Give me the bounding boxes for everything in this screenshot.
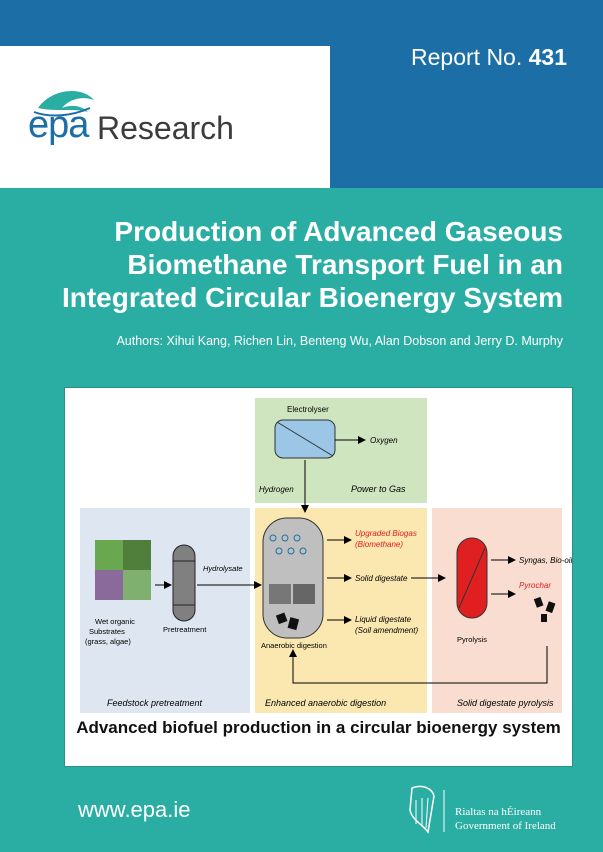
- solid-digestate-label: Solid digestate: [355, 574, 408, 583]
- electrolyser-label: Electrolyser: [287, 405, 329, 414]
- epa-website-link[interactable]: www.epa.ie: [78, 797, 191, 822]
- enhanced-section-label: Enhanced anaerobic digestion: [265, 698, 386, 708]
- logo-epa-text: epa: [28, 104, 89, 146]
- gov-english-label: Government of Ireland: [455, 820, 556, 832]
- feedstock-panel: [80, 508, 250, 713]
- report-title: Production of Advanced Gaseous Biomethan…: [23, 215, 563, 314]
- report-prefix: Report No.: [411, 44, 523, 70]
- title-line-3: Integrated Circular Bioenergy System: [61, 282, 563, 313]
- hydrolysate-label: Hydrolysate: [203, 564, 243, 573]
- pyrolysis-label: Pyrolysis: [457, 635, 487, 644]
- pyrolysis-section-label: Solid digestate pyrolysis: [457, 698, 554, 708]
- grass-image: [95, 540, 123, 570]
- pyrochar-label: Pyrochar: [519, 581, 551, 590]
- wet-organic-label: Wet organic: [95, 617, 135, 626]
- logo-research-text: Research: [97, 110, 234, 146]
- gov-irish-label: Rialtas na hÉireann: [455, 806, 542, 818]
- process-diagram: Electrolyser Oxygen Hydrogen Power to Ga…: [80, 398, 573, 713]
- process-figure: Electrolyser Oxygen Hydrogen Power to Ga…: [65, 388, 573, 766]
- syngas-label: Syngas, Bio-oil: [519, 556, 572, 565]
- anaerobic-digestion-label: Anaerobic digestion: [261, 641, 327, 650]
- epa-swoosh-icon: [33, 90, 94, 117]
- upgraded-biogas-label: Upgraded Biogas: [355, 529, 417, 538]
- soil-amendment-label: (Soil amendment): [355, 626, 418, 635]
- pretreatment-label: Pretreatment: [163, 625, 207, 634]
- title-line-1: Production of Advanced Gaseous: [114, 216, 563, 247]
- report-number: 431: [528, 44, 567, 70]
- pyrolysis-panel: [432, 508, 562, 713]
- figure-caption: Advanced biofuel production in a circula…: [76, 718, 561, 737]
- pretreatment-tank-icon: [172, 544, 196, 622]
- hydrogen-label: Hydrogen: [259, 485, 294, 494]
- biomethane-label: (Biomethane): [355, 540, 403, 549]
- oxygen-label: Oxygen: [370, 436, 398, 445]
- title-line-2: Biomethane Transport Fuel in an: [127, 249, 563, 280]
- liquid-digestate-label: Liquid digestate: [355, 615, 412, 624]
- harp-icon: [409, 785, 445, 834]
- authors: Authors: Xihui Kang, Richen Lin, Benteng…: [116, 334, 563, 348]
- grass-algae-label: (grass, algae): [85, 637, 131, 646]
- report-number-label: Report No. 431: [411, 44, 567, 71]
- power-to-gas-label: Power to Gas: [351, 484, 406, 494]
- substrates-label: Substrates: [89, 627, 125, 636]
- logo-panel: [0, 46, 330, 188]
- feedstock-section-label: Feedstock pretreatment: [107, 698, 203, 708]
